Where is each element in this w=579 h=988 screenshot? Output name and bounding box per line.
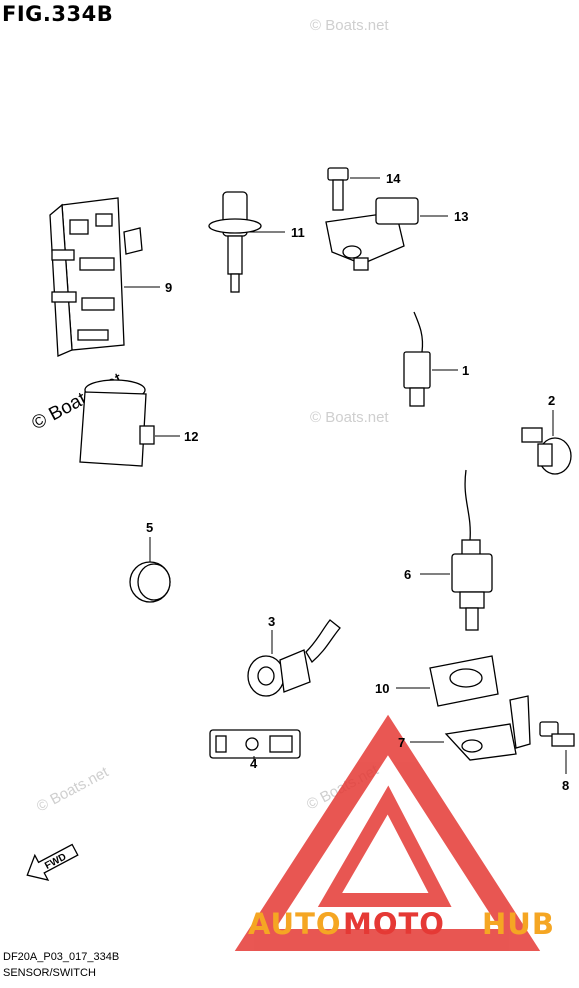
figure-code: DF20A_P03_017_334B	[3, 951, 120, 963]
part-6-pressure-switch	[451, 469, 493, 631]
brand-wordmark: AUTO MOTO HUB	[248, 907, 555, 941]
brand-triangle-logo	[234, 714, 541, 951]
part-13-map-sensor	[325, 197, 419, 271]
fwd-label: FWD	[43, 852, 68, 872]
callout-2: 2	[548, 393, 555, 408]
part-10-gasket	[429, 655, 499, 707]
callout-7: 7	[398, 735, 405, 750]
brand-part-hub: HUB	[482, 907, 555, 941]
callout-1: 1	[462, 363, 469, 378]
callout-5: 5	[146, 520, 153, 535]
part-4-label	[209, 729, 301, 759]
callout-6: 6	[404, 567, 411, 582]
part-3-grommet	[247, 619, 341, 697]
part-9-harness-bracket	[49, 197, 143, 357]
figure-title: FIG.334B	[2, 2, 114, 26]
brand-part-moto: MOTO	[343, 907, 445, 941]
callout-13: 13	[454, 209, 468, 224]
watermark-text: © Boats.net	[310, 409, 389, 426]
callout-4: 4	[250, 756, 258, 771]
part-2-knock-sensor	[521, 427, 572, 475]
callout-10: 10	[375, 681, 389, 696]
part-7-bracket	[444, 695, 531, 761]
callout-8: 8	[562, 778, 569, 793]
part-1-temp-sensor	[403, 311, 431, 407]
forward-arrow-icon: FWD	[26, 843, 79, 881]
part-12-boot	[79, 379, 155, 467]
callout-9: 9	[165, 280, 172, 295]
callout-12: 12	[184, 429, 198, 444]
callout-14: 14	[386, 171, 401, 186]
part-5-plug-cap	[129, 561, 171, 603]
figure-name: SENSOR/SWITCH	[3, 967, 96, 979]
part-14-bolt	[327, 167, 349, 211]
callout-11: 11	[291, 225, 305, 240]
part-11-sensor	[208, 191, 262, 293]
part-8-bolt	[539, 721, 575, 747]
brand-part-auto: AUTO	[248, 907, 342, 941]
callout-3: 3	[268, 614, 275, 629]
watermark-text: © Boats.net	[34, 763, 112, 815]
watermark-text: © Boats.net	[310, 17, 389, 34]
